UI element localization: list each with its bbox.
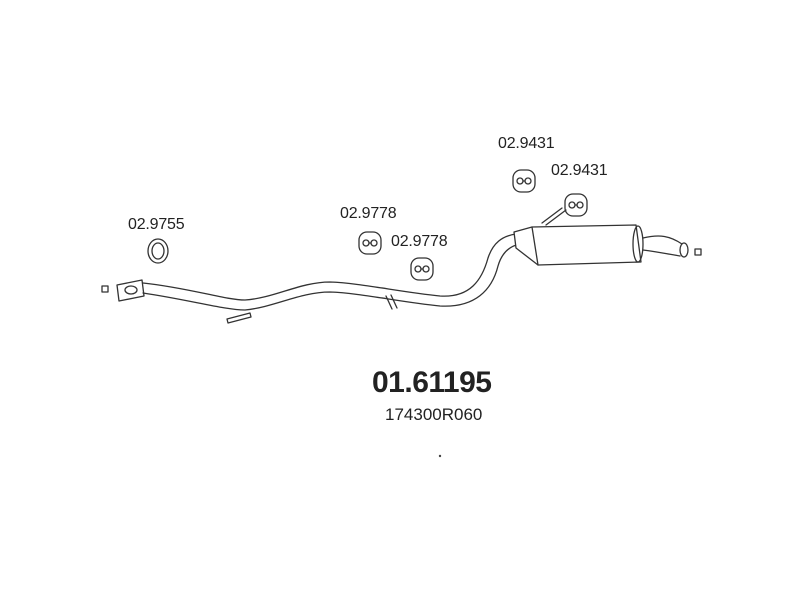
rubber-hanger-icon-front xyxy=(358,231,382,255)
exhaust-pipe xyxy=(142,233,521,324)
rear-silencer xyxy=(513,207,689,266)
rubber-hanger-icon-rear xyxy=(410,257,434,281)
inlet-marker xyxy=(101,285,109,293)
outlet-marker xyxy=(694,248,702,256)
front-hanger-part-label: 02.9778 xyxy=(340,205,397,222)
stray-dot xyxy=(438,454,442,458)
lower-hanger-part-label: 02.9431 xyxy=(551,162,608,179)
gasket-ring-icon xyxy=(147,238,169,264)
front-flange xyxy=(116,279,145,302)
oem-part-number: 174300R060 xyxy=(385,405,483,424)
rear-hanger-part-label: 02.9778 xyxy=(391,233,448,250)
main-part-number: 01.61195 xyxy=(372,366,492,399)
gasket-part-label: 02.9755 xyxy=(128,216,185,233)
rubber-hanger-icon-lower xyxy=(564,193,588,217)
upper-hanger-part-label: 02.9431 xyxy=(498,135,555,152)
rubber-hanger-icon-upper xyxy=(512,169,536,193)
